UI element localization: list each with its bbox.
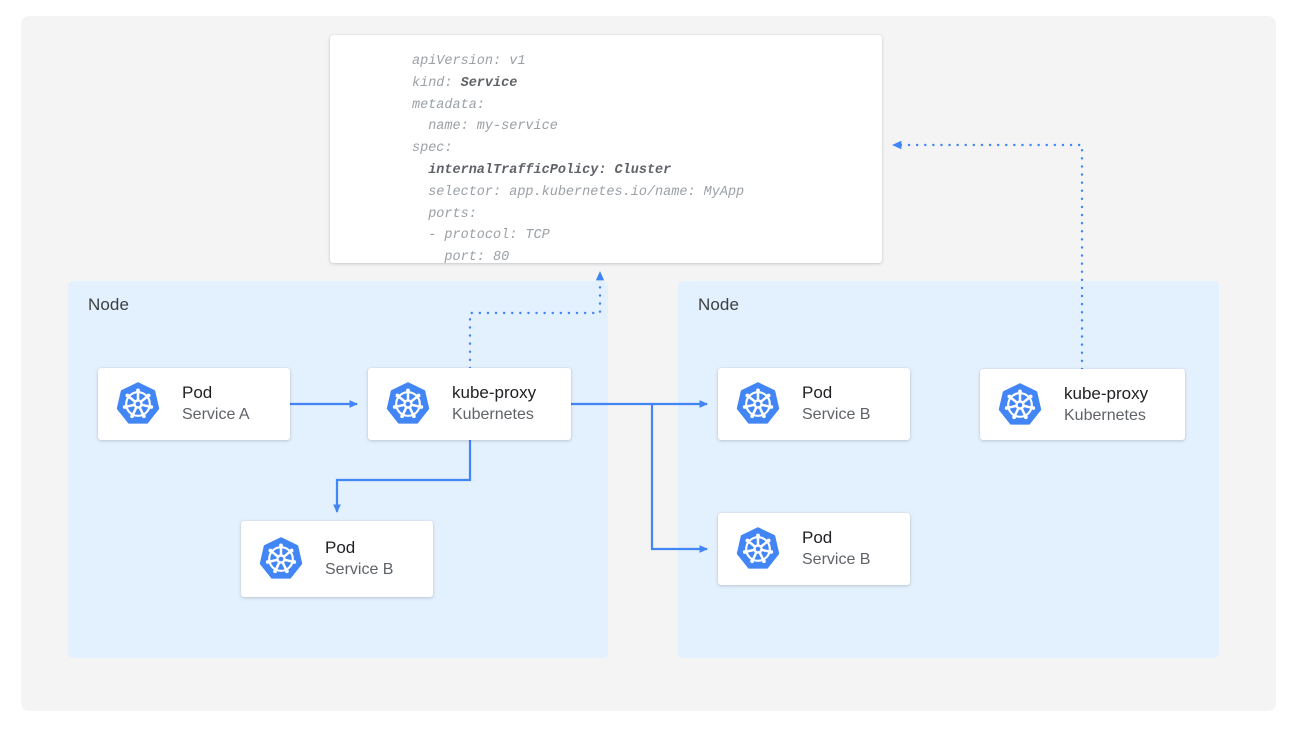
card-title: kube-proxy <box>452 383 537 402</box>
card-pod-service-b-right-node-top[interactable]: Pod Service B <box>718 368 910 440</box>
card-kube-proxy-right[interactable]: kube-proxy Kubernetes <box>980 369 1185 440</box>
card-pod-service-b-left-node[interactable]: Pod Service B <box>241 521 433 597</box>
kubernetes-icon <box>998 382 1042 427</box>
kubernetes-icon <box>736 382 780 426</box>
kubernetes-icon <box>259 537 303 581</box>
card-subtitle: Service A <box>182 406 250 423</box>
card-title: Pod <box>802 528 833 547</box>
card-title: kube-proxy <box>1064 383 1149 403</box>
node-label-left: Node <box>88 295 130 314</box>
card-pod-service-a[interactable]: Pod Service A <box>98 368 290 440</box>
card-subtitle: Service B <box>325 561 394 578</box>
service-spec-line: spec: <box>412 141 453 157</box>
service-spec-line: selector: app.kubernetes.io/name: MyApp <box>412 184 745 200</box>
node-label-right: Node <box>698 295 740 314</box>
service-spec-line: port: 80 <box>412 250 510 263</box>
card-subtitle: Kubernetes <box>452 406 534 423</box>
card-subtitle: Service B <box>802 551 871 568</box>
card-subtitle: Kubernetes <box>1064 406 1146 424</box>
card-subtitle: Service B <box>802 406 871 423</box>
node-panel-left: Node <box>68 281 608 658</box>
service-spec-line: name: my-service <box>412 119 558 135</box>
service-spec-line: ports: <box>412 206 477 222</box>
card-kube-proxy-left[interactable]: kube-proxy Kubernetes <box>368 368 571 440</box>
card-title: Pod <box>325 538 356 557</box>
service-spec-line: kind: Service <box>412 75 518 91</box>
node-panel-right: Node <box>678 281 1219 658</box>
service-spec-card: apiVersion: v1 kind: Service metadata: nam… <box>330 35 882 263</box>
service-spec-line: internalTrafficPolicy: Cluster <box>412 162 672 178</box>
service-spec-line: - protocol: TCP <box>412 228 550 244</box>
service-spec-line: metadata: <box>412 97 485 113</box>
card-pod-service-b-right-node-bottom[interactable]: Pod Service B <box>718 513 910 585</box>
kubernetes-icon <box>116 382 160 426</box>
kubernetes-icon <box>736 527 780 571</box>
kubernetes-icon <box>386 382 430 426</box>
service-spec-line: apiVersion: v1 <box>412 54 526 69</box>
card-title: Pod <box>802 383 833 402</box>
service-spec-code: apiVersion: v1 kind: Service metadata: nam… <box>412 51 744 263</box>
card-title: Pod <box>182 383 213 402</box>
